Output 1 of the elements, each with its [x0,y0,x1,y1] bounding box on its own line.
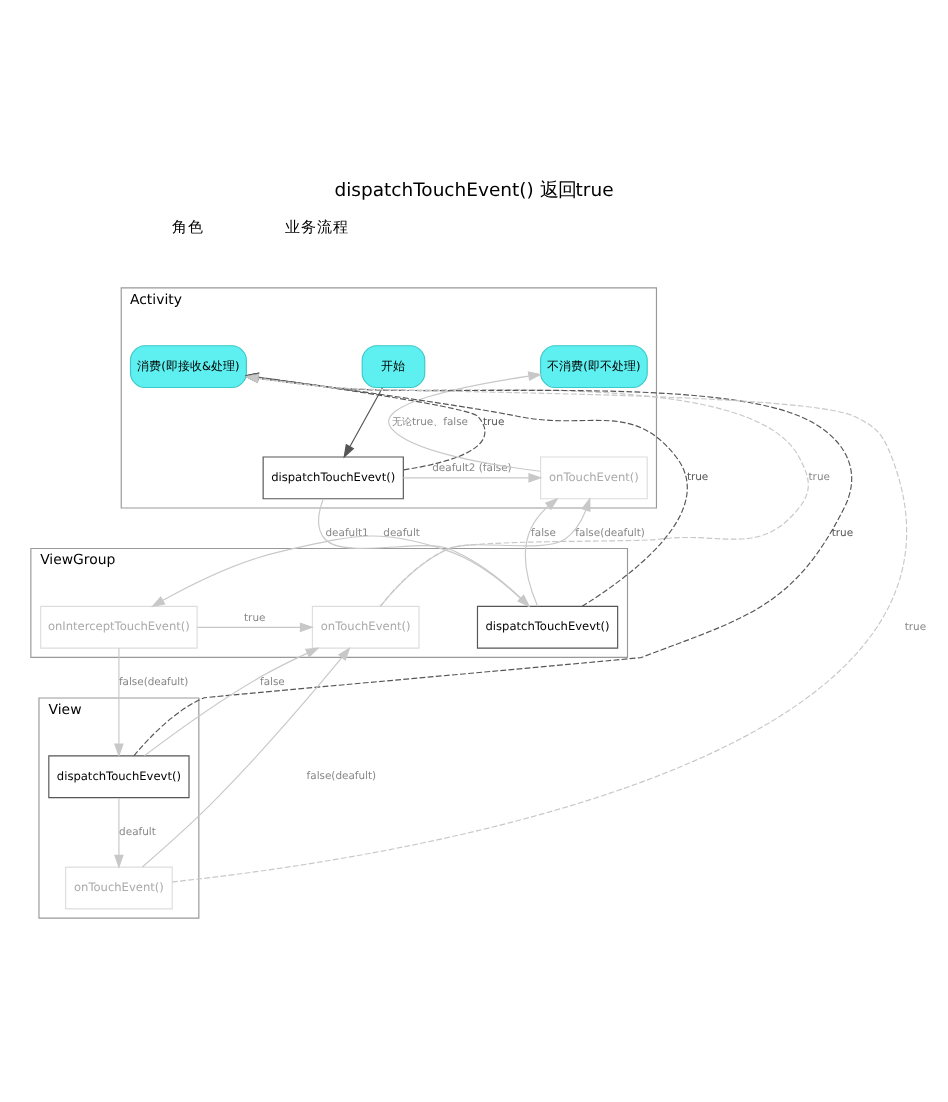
diagram-title: dispatchTouchEvent() 返回true [334,179,614,202]
